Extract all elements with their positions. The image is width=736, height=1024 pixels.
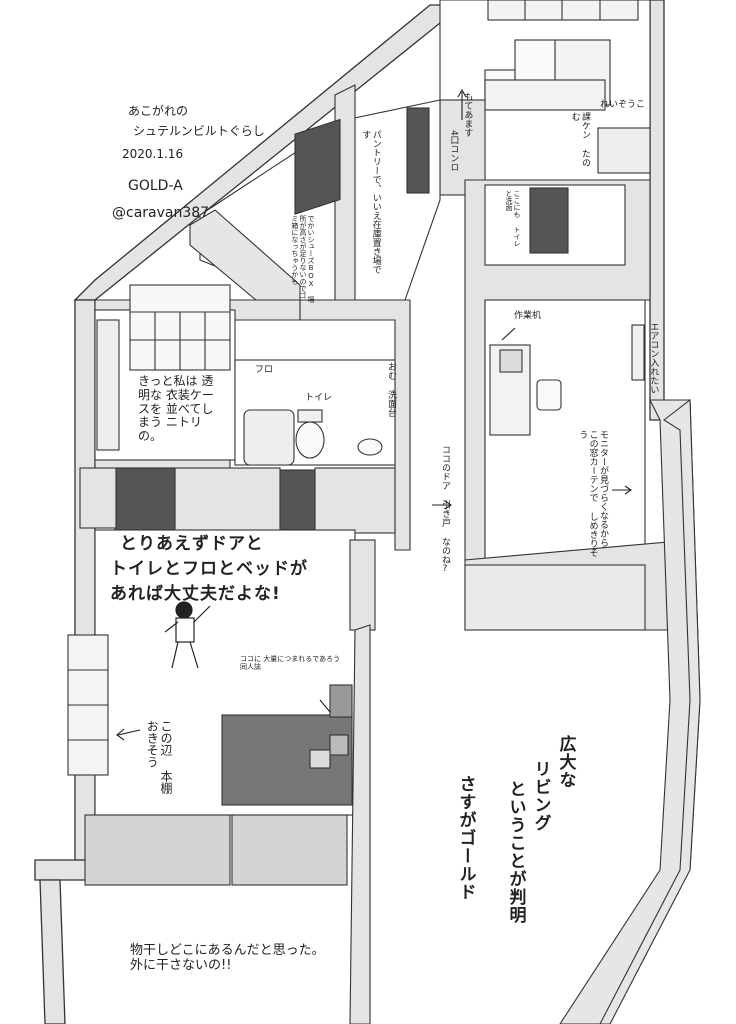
arrow-bookshelf: [116, 728, 141, 741]
credit-title-1: あこがれの: [128, 104, 189, 118]
bedroom-east-wall: [349, 624, 371, 1024]
living-line-2: リビング: [530, 760, 551, 832]
entry-area: [189, 84, 441, 551]
bath-wall: [174, 467, 281, 534]
right-counter: [597, 127, 651, 174]
east-balcony: [559, 398, 701, 1024]
bed: [221, 714, 353, 806]
note-toilet: トイレ: [305, 393, 333, 403]
note-laundry: 物干しどこにあるんだと思った。外に干さないの!!: [130, 943, 325, 973]
caption-line-1: とりあえずドアと: [120, 534, 264, 554]
bedroom-window-right: [231, 814, 348, 886]
credit-date: 2020.1.16: [122, 147, 184, 161]
bed-pillow-1: [329, 734, 349, 756]
west-wall: [74, 299, 96, 861]
toilet-tank: [297, 409, 323, 423]
note-closet: きっと私は 透明な 衣装ケースを 並べてしまう ニトリの。: [138, 374, 214, 444]
arrow-monitor: [612, 485, 632, 495]
aircon-slot: [631, 324, 645, 381]
arrows: [116, 88, 632, 741]
note-microwave: れいぞうこ: [600, 100, 646, 110]
balcony-rail-outer: [599, 398, 701, 1024]
wall-block: [79, 467, 117, 529]
credit-title-2: シュテルンビルトぐらし: [133, 124, 265, 138]
note-kachou: 課ケン たのむ: [569, 112, 590, 167]
note-hikido: ココのドア 引き戸 なのね?: [440, 445, 450, 574]
arrow-stove: [457, 88, 467, 120]
note-monitor: モニターが見づらくなるから この窓カーテンで しめきりそう: [577, 430, 608, 557]
note-bookshelf: この辺 本棚 おきそう: [145, 720, 173, 794]
closet-room: [79, 284, 301, 537]
note-senmen: おむ 洗面台: [386, 362, 396, 417]
living-line-1: 広大な: [555, 735, 576, 789]
basin: [357, 438, 383, 456]
note-magazines: ココに 大量につまれるであろう同人誌: [240, 655, 341, 672]
magazine-stack: [329, 684, 353, 718]
bottom-left-curve: [39, 879, 66, 1024]
credit-handle: @caravan387: [112, 205, 210, 221]
note-aircon: エアコン入れたい: [648, 322, 659, 394]
office-front-wall: [464, 564, 646, 631]
closet-double-door: [114, 467, 176, 537]
office-chair: [536, 379, 562, 411]
note-desk: 作業机: [514, 311, 542, 321]
bathroom: [174, 359, 396, 534]
bedroom-partition: [349, 539, 376, 631]
note-shoes-box: でかいシューズBOX 場所が高さが足りないのでゴミ箱になっちゃうかも: [290, 215, 315, 303]
arrow-magazines: [319, 699, 331, 713]
credit-author: GOLD-A: [128, 178, 183, 194]
caption-line-2: トイレとフロとベッドが: [110, 559, 308, 579]
note-stove: 4口コンロ: [448, 130, 459, 172]
bedroom-window-left: [84, 814, 231, 886]
bedroom: [67, 529, 376, 1024]
wc-door: [529, 187, 569, 254]
note-pantry: パントリーで、いいえ在庫置き場です: [360, 130, 381, 274]
south-west-wall: [34, 859, 91, 881]
pantry-door: [406, 107, 430, 194]
bathtub: [243, 409, 295, 466]
toilet-bowl: [295, 421, 325, 459]
entry-door: [294, 118, 341, 215]
living-line-3: ということが判明: [505, 780, 526, 924]
lower-cabinets: [484, 79, 606, 111]
living-line-4: さすがゴールド: [455, 775, 476, 901]
note-kokonimo: ここにも トイレと洗面: [504, 190, 521, 247]
arrow-hikido: [432, 500, 452, 510]
caption-line-3: あれば大丈夫だよな!: [110, 584, 281, 604]
monitor: [499, 349, 523, 373]
office-room: [464, 179, 691, 631]
note-motte: もてあます: [462, 92, 473, 137]
upper-cabinets: [487, 0, 639, 21]
hanger-rail: [96, 319, 120, 451]
person-figure: [164, 601, 211, 669]
bath-door: [277, 469, 317, 531]
arrow-desk: [501, 327, 516, 341]
bath-wall-right: [314, 467, 396, 534]
bed-pillow-2: [309, 749, 331, 769]
note-bath: フロ: [255, 365, 274, 375]
